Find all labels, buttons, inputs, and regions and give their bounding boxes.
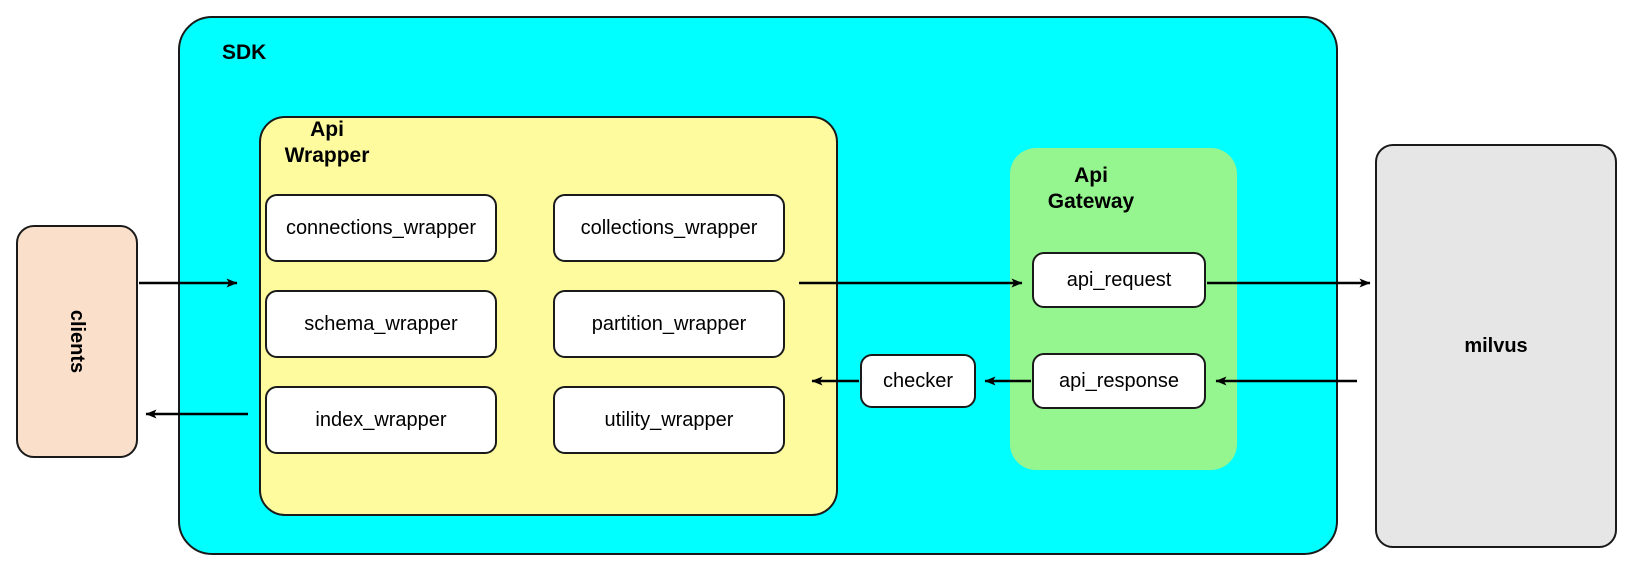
api-response-label: api_response: [1058, 369, 1180, 392]
module-label: partition_wrapper: [591, 312, 747, 335]
api-request-label: api_request: [1066, 268, 1172, 291]
module-utility-wrapper[interactable]: utility_wrapper: [553, 386, 785, 454]
clients-label: clients: [66, 309, 89, 374]
checker-label: checker: [882, 369, 954, 392]
checker-node[interactable]: checker: [860, 354, 976, 408]
api-gateway-container[interactable]: [1010, 148, 1237, 470]
api-wrapper-label: Api Wrapper: [284, 118, 370, 167]
module-partition-wrapper[interactable]: partition_wrapper: [553, 290, 785, 358]
module-schema-wrapper[interactable]: schema_wrapper: [265, 290, 497, 358]
api-gateway-label: Api Gateway: [1047, 164, 1135, 213]
module-index-wrapper[interactable]: index_wrapper: [265, 386, 497, 454]
module-label: schema_wrapper: [304, 312, 458, 335]
module-collections-wrapper[interactable]: collections_wrapper: [553, 194, 785, 262]
milvus-node[interactable]: milvus: [1375, 144, 1617, 548]
api-response-node[interactable]: api_response: [1032, 353, 1206, 409]
module-label: index_wrapper: [315, 408, 447, 431]
module-label: connections_wrapper: [285, 216, 477, 239]
clients-node[interactable]: clients: [16, 225, 138, 458]
milvus-label: milvus: [1464, 334, 1528, 357]
module-label: utility_wrapper: [604, 408, 734, 431]
module-label: collections_wrapper: [580, 216, 758, 239]
sdk-label: SDK: [222, 41, 267, 64]
api-request-node[interactable]: api_request: [1032, 252, 1206, 308]
module-connections-wrapper[interactable]: connections_wrapper: [265, 194, 497, 262]
